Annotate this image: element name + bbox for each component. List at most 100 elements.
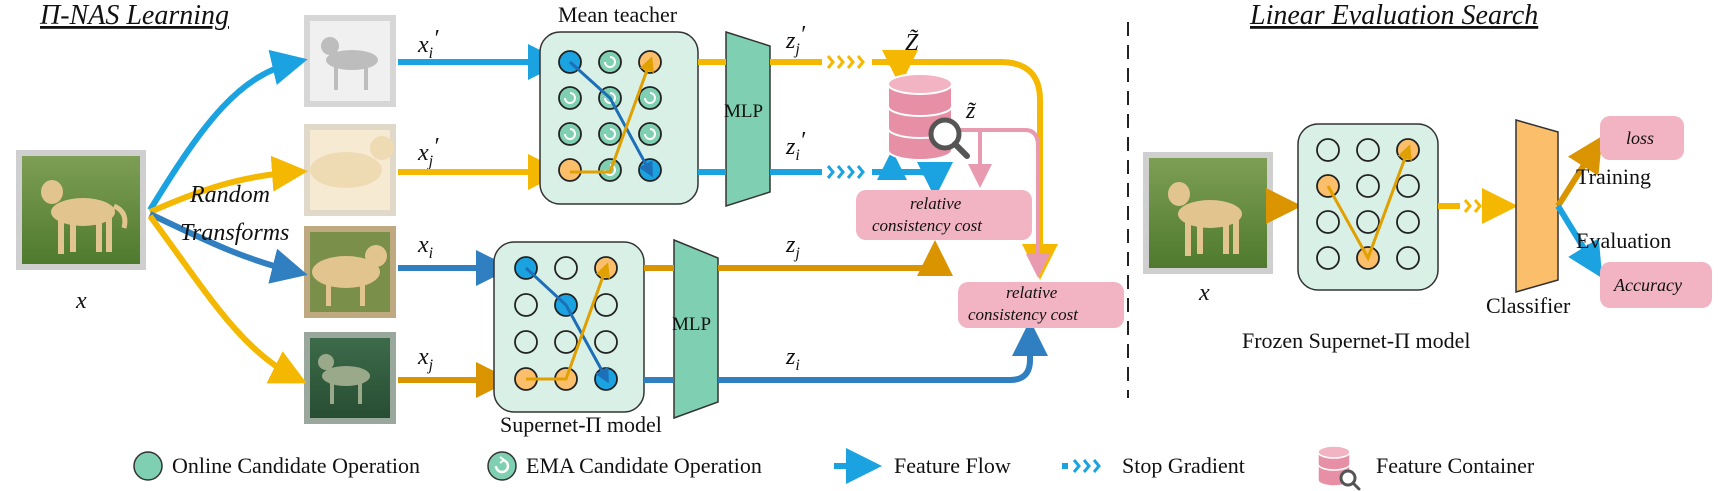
candidate-op-node: [638, 86, 662, 110]
candidate-op-node: [1316, 210, 1340, 234]
stop-gradient-chevrons-top: [826, 55, 865, 69]
mlp-teacher-label: MLP: [724, 101, 763, 122]
classifier-label: Classifier: [1486, 293, 1571, 318]
training-label: Training: [1576, 164, 1651, 189]
frozen-node-grid: [1316, 138, 1420, 270]
cost-box-bottom: [958, 282, 1124, 328]
feat-label-Z-tilde: Z̃: [905, 29, 919, 56]
flow-zj-prime-long: [872, 59, 1058, 280]
sn-orange-path: [526, 262, 611, 381]
eval-dog-image: [1143, 152, 1273, 274]
candidate-op-node: [558, 86, 582, 110]
legend-ema-icon: [487, 451, 517, 481]
training-arrow: [1555, 135, 1603, 208]
flow-zi-prime-to-cost: [872, 161, 953, 198]
legend-container-icon: [1317, 445, 1361, 491]
legend-online-label: Online Candidate Operation: [172, 453, 420, 478]
ema-node-icon: [604, 128, 616, 140]
feat-label-zj: zj: [785, 232, 800, 262]
feat-label-zi: zi: [785, 344, 800, 374]
input-dog-image: [16, 150, 146, 270]
accuracy-label: Accuracy: [1613, 275, 1682, 295]
candidate-op-node: [594, 293, 618, 317]
legend-container-label: Feature Container: [1376, 453, 1535, 478]
candidate-op-node: [1356, 174, 1380, 198]
transform-arrow-4: [147, 214, 307, 384]
cost-box-top-line2: consistency cost: [872, 216, 983, 235]
view-image-faded: [304, 124, 396, 216]
transforms-label: Transforms: [180, 220, 289, 246]
sn-blue-path: [524, 266, 609, 384]
candidate-op-node: [558, 122, 582, 146]
eval-stop-gradient-chevrons: [1463, 199, 1482, 213]
random-label: Random: [189, 182, 270, 208]
transform-arrow-2: [148, 155, 308, 215]
mt-orange-path: [570, 56, 654, 174]
cost-box-bottom-line2: consistency cost: [968, 305, 1079, 324]
cost-box-top-line1: relative: [910, 194, 962, 213]
feat-label-zi-prime: zi′: [785, 128, 806, 164]
accuracy-box: [1600, 262, 1712, 308]
legend-stop-label: Stop Gradient: [1122, 453, 1245, 478]
candidate-op-node: [1356, 138, 1380, 162]
view-label-xi-prime: xi′: [417, 26, 439, 62]
feat-label-zj-prime: zj′: [785, 22, 806, 58]
candidate-op-node: [1316, 138, 1340, 162]
candidate-op-node: [554, 256, 578, 280]
view-label-xj-prime: xj′: [417, 134, 439, 170]
frozen-supernet-label: Frozen Supernet-Π model: [1242, 328, 1471, 353]
loss-label: loss: [1626, 128, 1654, 148]
mean-teacher-node-grid: [558, 50, 662, 182]
legend-stop-icon: [1062, 459, 1101, 473]
feature-container-icon: [887, 73, 970, 161]
candidate-op-node: [1396, 246, 1420, 270]
candidate-op-node: [594, 330, 618, 354]
candidate-op-node: [1316, 246, 1340, 270]
mean-teacher-label: Mean teacher: [558, 2, 678, 27]
ema-node-icon: [564, 128, 576, 140]
ema-node-icon: [644, 92, 656, 104]
candidate-op-node: [1356, 210, 1380, 234]
candidate-op-node: [598, 50, 622, 74]
mean-teacher-panel: [539, 31, 699, 205]
view-label-xi: xi: [417, 232, 433, 262]
legend-ema-label: EMA Candidate Operation: [526, 453, 762, 478]
left-section-title: Π-NAS Learning: [39, 0, 229, 31]
candidate-op-node: [598, 122, 622, 146]
mlp-teacher: [725, 30, 771, 208]
view-image-dark: [304, 332, 396, 424]
ema-node-icon: [644, 128, 656, 140]
legend-online-icon: [133, 451, 163, 481]
input-x-label: x: [75, 288, 87, 314]
pink-connector-2: [960, 128, 1050, 278]
flow-zj: [718, 240, 953, 277]
supernet-node-grid: [514, 256, 618, 391]
candidate-op-node: [1396, 174, 1420, 198]
supernet-label: Supernet-Π model: [500, 412, 662, 437]
view-image-gray: [304, 15, 396, 107]
flow-zi: [718, 320, 1048, 383]
candidate-op-node: [514, 330, 538, 354]
stop-gradient-chevrons-mid: [826, 165, 865, 179]
mlp-supernet-label: MLP: [672, 314, 711, 335]
legend-flow-label: Feature Flow: [894, 453, 1011, 478]
evaluation-arrow: [1555, 204, 1603, 279]
right-section-title: Linear Evaluation Search: [1249, 0, 1538, 31]
cost-box-bottom-line1: relative: [1006, 283, 1058, 302]
fz-orange-path: [1326, 144, 1412, 262]
evaluation-label: Evaluation: [1576, 228, 1671, 253]
view-image-crop: [304, 226, 396, 318]
view-label-xj: xj: [417, 344, 434, 374]
candidate-op-node: [594, 367, 618, 391]
dog-icon: [41, 180, 128, 254]
loss-box: [1600, 116, 1684, 160]
feat-label-z-tilde: z̃: [965, 98, 977, 124]
cost-box-top: [856, 190, 1032, 240]
mt-blue-path: [568, 60, 653, 178]
ema-node-icon: [564, 92, 576, 104]
candidate-op-node: [514, 293, 538, 317]
candidate-op-node: [554, 330, 578, 354]
eval-x-label: x: [1198, 280, 1210, 306]
candidate-op-node: [1396, 210, 1420, 234]
